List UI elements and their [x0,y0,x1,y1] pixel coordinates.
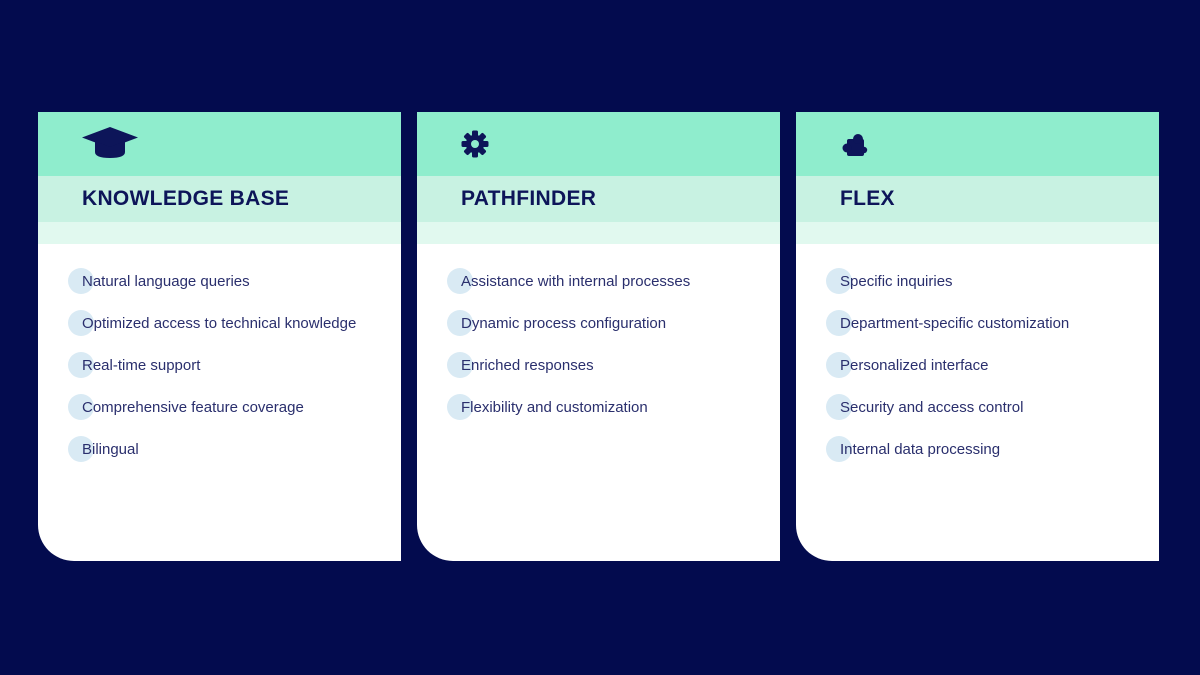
bullet-dot [447,352,473,378]
list-item: Bilingual [68,436,381,462]
gear-icon [461,130,489,158]
list-item: Natural language queries [68,268,381,294]
bullet-dot [826,310,852,336]
bullet-dot [447,310,473,336]
bullet-dot [68,436,94,462]
list-item-label: Optimized access to technical knowledge [82,314,357,332]
bullet-dot [68,394,94,420]
list-item: Flexibility and customization [447,394,760,420]
list-item: Optimized access to technical knowledge [68,310,381,336]
list-item-label: Bilingual [82,440,139,458]
card-title-band: KNOWLEDGE BASE [38,176,401,222]
bullet-dot [826,436,852,462]
list-item-label: Internal data processing [840,440,1001,458]
card-knowledge-base: KNOWLEDGE BASE Natural language queries … [38,112,401,561]
bullet-dot [68,268,94,294]
card-title-band: FLEX [796,176,1159,222]
card-accent-strip [417,222,780,244]
card-title: FLEX [840,187,895,210]
bullet-dot [826,394,852,420]
card-title: KNOWLEDGE BASE [82,187,290,210]
card-icon-band [796,112,1159,176]
list-item: Dynamic process configuration [447,310,760,336]
card-feature-list: Assistance with internal processes Dynam… [417,244,780,561]
list-item-label: Security and access control [840,398,1024,416]
card-accent-strip [38,222,401,244]
bullet-dot [826,352,852,378]
list-item: Internal data processing [826,436,1139,462]
card-title-band: PATHFINDER [417,176,780,222]
list-item-label: Enriched responses [461,356,594,374]
bullet-dot [68,352,94,378]
list-item: Personalized interface [826,352,1139,378]
list-item-label: Specific inquiries [840,272,953,290]
list-item-label: Dynamic process configuration [461,314,667,332]
list-item: Enriched responses [447,352,760,378]
bullet-dot [447,394,473,420]
feature-cards-row: KNOWLEDGE BASE Natural language queries … [38,112,1159,561]
list-item: Assistance with internal processes [447,268,760,294]
bullet-dot [447,268,473,294]
card-accent-strip [796,222,1159,244]
list-item-label: Flexibility and customization [461,398,648,416]
list-item: Security and access control [826,394,1139,420]
list-item: Specific inquiries [826,268,1139,294]
list-item: Department-specific customization [826,310,1139,336]
graduation-cap-icon [82,127,138,161]
list-item: Real-time support [68,352,381,378]
card-feature-list: Natural language queries Optimized acces… [38,244,401,561]
list-item-label: Assistance with internal processes [461,272,691,290]
list-item-label: Personalized interface [840,356,989,374]
bullet-dot [826,268,852,294]
list-item-label: Comprehensive feature coverage [82,398,304,416]
list-item-label: Real-time support [82,356,201,374]
card-pathfinder: PATHFINDER Assistance with internal proc… [417,112,780,561]
card-flex: FLEX Specific inquiries Department-speci… [796,112,1159,561]
bullet-dot [68,310,94,336]
card-feature-list: Specific inquiries Department-specific c… [796,244,1159,561]
card-title: PATHFINDER [461,187,597,210]
card-icon-band [417,112,780,176]
list-item-label: Natural language queries [82,272,250,290]
puzzle-piece-icon [840,130,870,158]
list-item: Comprehensive feature coverage [68,394,381,420]
card-icon-band [38,112,401,176]
list-item-label: Department-specific customization [840,314,1070,332]
